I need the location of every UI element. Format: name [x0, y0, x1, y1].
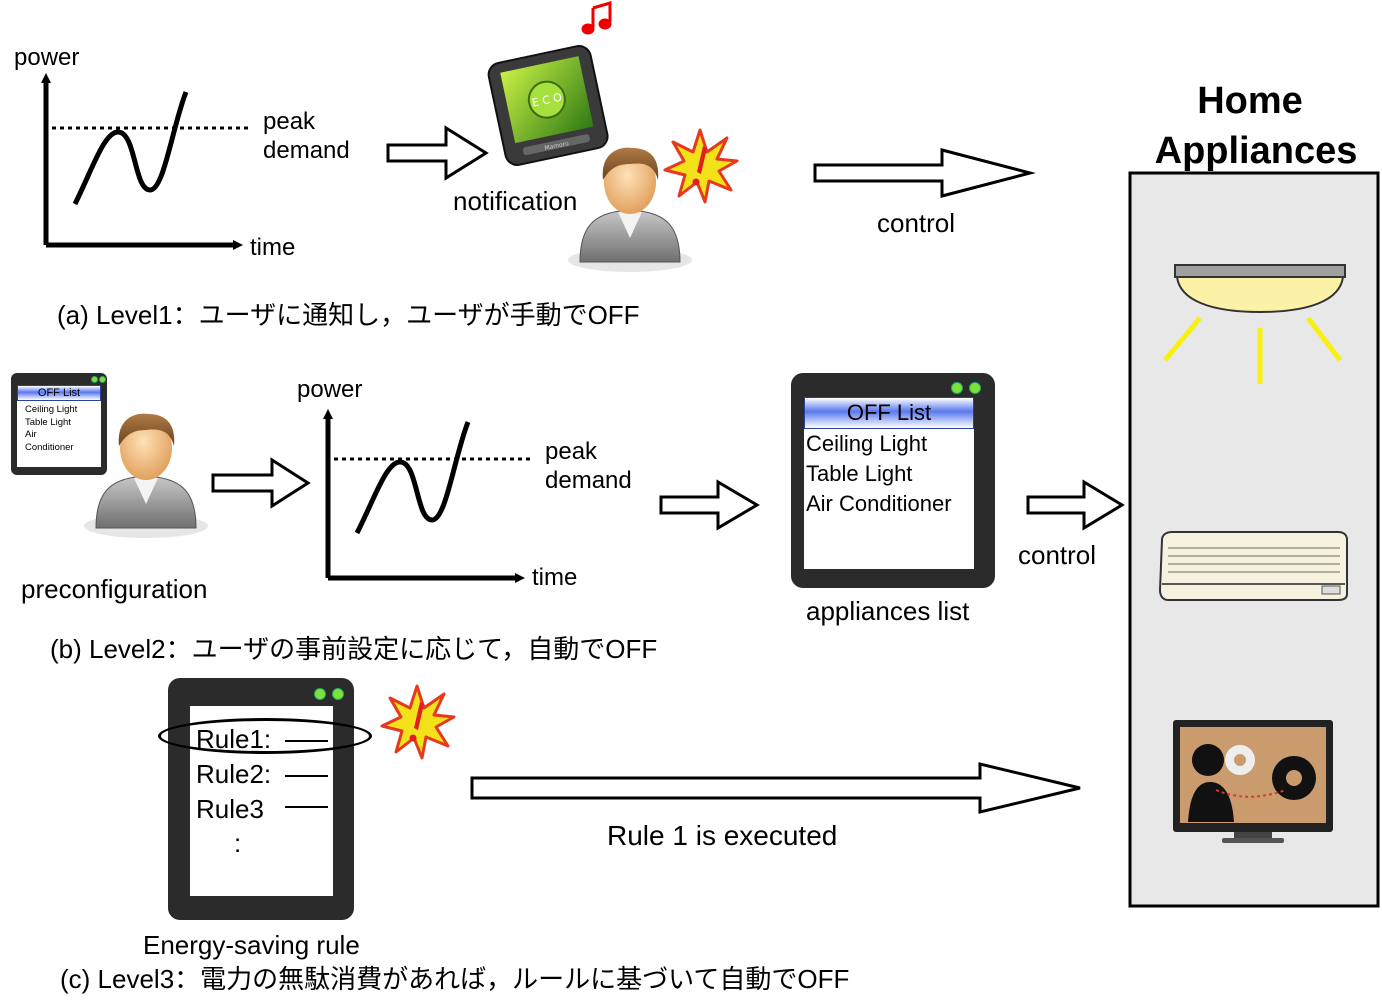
level1-control-label: control: [877, 208, 956, 238]
level1-peak-label-line2: demand: [263, 137, 350, 164]
appliances-list-device: OFF List Ceiling Light Table Light Air C…: [791, 373, 995, 588]
notification-label: notification: [453, 186, 578, 216]
power-curve: [72, 91, 189, 206]
home-title-line2: Appliances: [1154, 130, 1358, 172]
preconfiguration-label: preconfiguration: [21, 574, 208, 604]
alert-burst-icon: [380, 684, 456, 760]
level1-graph: [41, 73, 248, 250]
air-conditioner-icon: [1158, 531, 1348, 601]
small-list-item: Table Light: [25, 416, 71, 428]
level1-x-axis-label: time: [250, 234, 296, 261]
arrow-to-graph: [211, 457, 311, 509]
off-list-item: Ceiling Light: [806, 431, 928, 456]
rule-executed-label: Rule 1 is executed: [607, 820, 838, 851]
indicator-light: [969, 382, 981, 394]
rule1-highlight-ellipse: [158, 718, 372, 754]
small-list-item: Ceiling Light: [25, 404, 78, 415]
music-note-icon: [581, 0, 612, 35]
power-curve: [354, 421, 471, 535]
arrow-to-appliances-list: [659, 479, 760, 531]
indicator-light: [951, 382, 963, 394]
smartphone-icon: E C O Mamoru: [487, 45, 609, 166]
control-arrow-2: [1026, 479, 1125, 531]
level1-y-axis-label: power: [14, 44, 80, 71]
small-list-title: OFF List: [17, 385, 101, 401]
level2-control-label: control: [1018, 540, 1097, 570]
level1-caption: (a) Level1：ユーザに通知し，ユーザが手動でOFF: [57, 300, 640, 330]
rule-panel-label: Energy-saving rule: [143, 930, 360, 960]
small-off-list-device: OFF List Ceiling Light Table Light Air C…: [11, 373, 107, 475]
level2-caption: (b) Level2：ユーザの事前設定に応じて，自動でOFF: [50, 634, 658, 664]
tv-icon: [1173, 720, 1333, 843]
small-list-item: Air: [25, 429, 37, 440]
level2-y-axis-label: power: [297, 376, 363, 403]
arrow-to-notification: [386, 125, 489, 181]
rule-continuation: :: [234, 828, 242, 858]
control-arrow-1: [813, 148, 1036, 198]
off-list-item: Air Conditioner: [806, 491, 952, 516]
svg-text:E C O: E C O: [531, 91, 564, 110]
rule-2: Rule2:: [196, 759, 272, 789]
level2-peak-label-line2: demand: [545, 467, 632, 494]
indicator-light: [91, 376, 98, 383]
rule-executed-arrow: [470, 762, 1081, 814]
off-list-item: Table Light: [806, 461, 913, 486]
level2-peak-label-line1: peak: [545, 438, 598, 465]
small-list-item: Conditioner: [25, 441, 74, 453]
ceiling-light-icon: [1163, 264, 1346, 384]
rule-3-line: [285, 806, 328, 808]
level3-caption: (c) Level3：電力の無駄消費があれば，ルールに基づいて自動でOFF: [60, 964, 850, 994]
alert-burst-icon: [663, 128, 739, 204]
indicator-light: [332, 688, 344, 700]
rule-2-line: [285, 775, 328, 777]
level2-graph: [323, 409, 530, 583]
indicator-light: [99, 376, 106, 383]
level1-peak-label-line1: peak: [263, 108, 316, 135]
indicator-light: [314, 688, 326, 700]
rule-3: Rule3: [196, 794, 264, 824]
appliances-list-label: appliances list: [806, 596, 970, 626]
level2-x-axis-label: time: [532, 564, 578, 591]
home-title-line1: Home: [1197, 80, 1303, 122]
off-list-title: OFF List: [804, 397, 974, 429]
